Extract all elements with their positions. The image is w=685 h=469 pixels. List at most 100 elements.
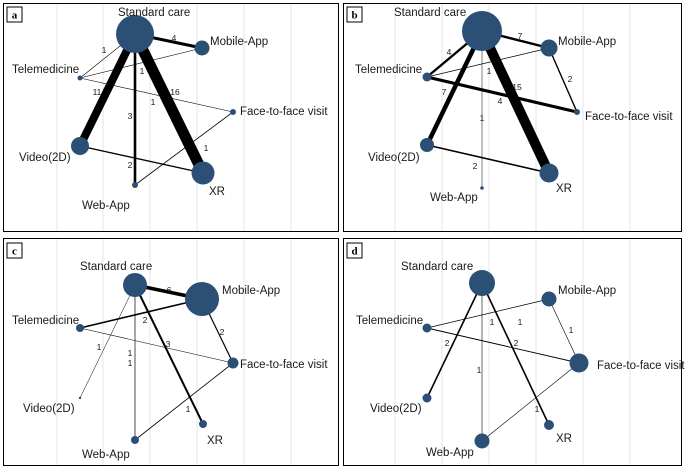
edge-sc-xr (134, 284, 204, 425)
edge-sc-v2 (426, 282, 483, 399)
node-ff (574, 109, 580, 115)
node-v2 (71, 137, 89, 155)
node-sc (123, 273, 147, 297)
node-sc (462, 11, 502, 51)
node-wa (132, 182, 138, 188)
edge-label-sc-wa: 3 (128, 111, 133, 121)
edge-ff-wa (134, 362, 234, 441)
node-label-xr: XR (556, 183, 572, 195)
edge-tm-ff (426, 327, 580, 364)
panel-letter: b (351, 10, 357, 22)
node-v2 (420, 138, 434, 152)
node-label-ff: Face-to-face visit (240, 106, 328, 118)
node-label-tm: Telemedicine (12, 315, 79, 327)
edge-label-sc-v2: 1 (128, 358, 133, 368)
panel-letter-box (6, 242, 23, 259)
panel-letter: d (351, 246, 357, 258)
panel-letter-badge: c (6, 242, 23, 259)
edge-label-sc-wa: 1 (477, 365, 482, 375)
node-label-sc: Standard care (394, 7, 466, 19)
edge-label-sc-xr: 1 (518, 317, 523, 327)
node-label-ff: Face-to-face visit (240, 359, 328, 371)
edge-ma-ff (548, 47, 578, 113)
edge-label-ff-wa: 1 (186, 404, 191, 414)
edge-label-sc-tm: 4 (447, 47, 452, 57)
edge-tm-ff (79, 77, 234, 113)
node-label-sc: Standard care (80, 261, 152, 273)
edge-label-ma-ff: 2 (568, 74, 573, 84)
node-label-xr: XR (556, 433, 572, 445)
edge-label-sc-ma: 6 (167, 285, 172, 295)
node-tm (77, 75, 83, 81)
panel-letter: c (12, 246, 17, 258)
edge-sc-v2 (424, 30, 485, 146)
edge-tm-ff (79, 327, 234, 364)
edge-ff-wa (481, 362, 580, 442)
edge-tm-ma (79, 298, 203, 329)
edge-label-sc-xr: 16 (170, 87, 180, 97)
node-label-xr: XR (209, 186, 225, 198)
node-label-sc: Standard care (118, 7, 190, 19)
edge-label-sc-xr: 3 (166, 339, 171, 349)
edge-label-sc-v2: 7 (442, 87, 447, 97)
panel-border (343, 238, 682, 466)
edge-sc-v2 (79, 284, 136, 399)
node-xr (544, 420, 554, 430)
edge-label-tm-ff: 1 (97, 342, 102, 352)
panel-letter-badge: a (6, 6, 23, 23)
node-label-ff: Face-to-face visit (585, 111, 673, 123)
node-wa (480, 186, 484, 190)
panel-border (343, 3, 682, 232)
node-ff (569, 353, 589, 373)
node-label-tm: Telemedicine (12, 64, 79, 76)
edge-label-ma-ff: 2 (220, 327, 225, 337)
edge-v2-xr (426, 144, 550, 174)
edge-label-sc-ma: 4 (172, 33, 177, 43)
node-sc (469, 270, 495, 296)
node-label-ma: Mobile-App (558, 36, 616, 48)
edge-label-sc-xr: 15 (512, 82, 522, 92)
panel-letter-badge: b (346, 6, 363, 23)
node-label-v2: Video(2D) (23, 403, 75, 415)
node-xr (539, 163, 559, 183)
edge-sc-v2 (76, 32, 139, 148)
panel-border (3, 238, 339, 466)
edge-sc-xr (477, 28, 554, 176)
node-label-tm: Telemedicine (356, 315, 423, 327)
edge-label-tm-ff: 4 (498, 96, 503, 106)
node-ma (541, 291, 557, 307)
edge-ma-ff (548, 298, 580, 364)
node-ff (227, 357, 239, 369)
edge-sc-xr (481, 282, 550, 426)
edge-label-v2-xr: 2 (473, 161, 478, 171)
edge-label-tm-ma: 1 (487, 66, 492, 76)
edge-label-v2-xr: 2 (128, 160, 133, 170)
node-ma (185, 282, 219, 316)
edge-sc-xr (130, 31, 208, 176)
node-xr (199, 420, 207, 428)
panel-letter-badge: d (346, 242, 363, 259)
edge-tm-ff (426, 75, 578, 114)
node-label-v2: Video(2D) (368, 152, 420, 164)
edge-ff-wa (134, 111, 234, 186)
node-label-ff: Face-to-face visit (597, 360, 685, 372)
edge-label-ff-wa: 1 (204, 143, 209, 153)
edge-label-sc-tm: 1 (102, 45, 107, 55)
node-label-tm: Telemedicine (355, 64, 422, 76)
panel-border (3, 3, 339, 232)
node-label-wa: Web-App (82, 449, 130, 461)
edge-tm-ma (426, 298, 550, 329)
node-label-wa: Web-App (426, 447, 474, 459)
node-wa (474, 433, 490, 449)
node-label-sc: Standard care (401, 261, 473, 273)
node-ma (194, 40, 210, 56)
node-sc (116, 15, 154, 53)
edge-label-sc-wa: 1 (480, 113, 485, 123)
panel-letter-box (346, 242, 363, 259)
node-label-xr: XR (207, 435, 223, 447)
node-tm (422, 72, 432, 82)
